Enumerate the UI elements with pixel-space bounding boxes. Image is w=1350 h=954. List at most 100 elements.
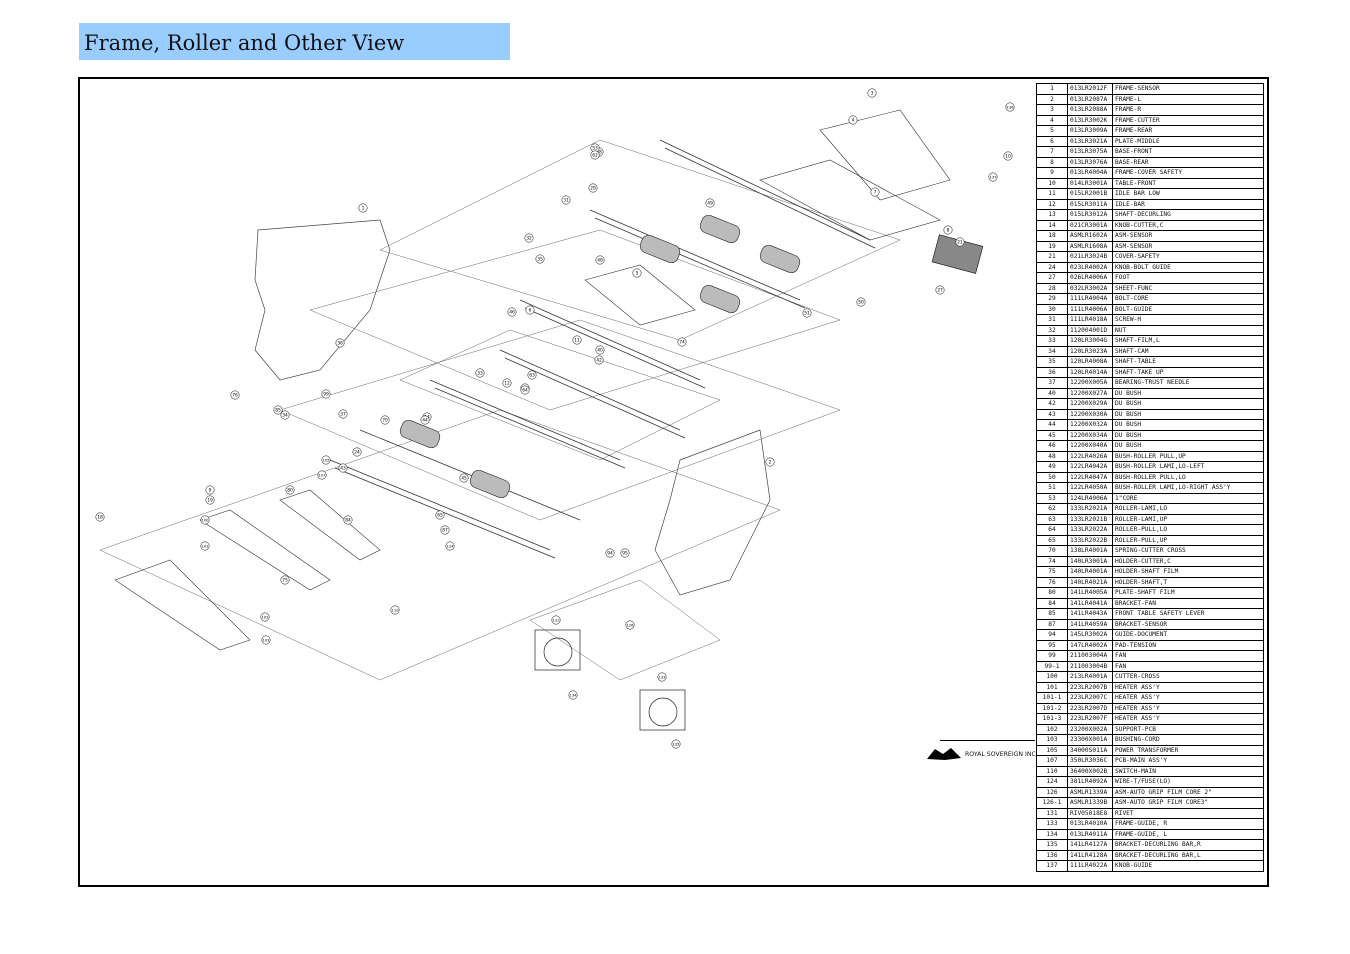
part-no-cell: 99-1 (1036, 660, 1068, 672)
callout-bubble: 42 (594, 355, 604, 365)
part-no-cell: 2 (1036, 93, 1068, 105)
plate-part (819, 109, 951, 201)
part-desc-cell: FOOT (1112, 272, 1264, 284)
part-no-cell: 84 (1036, 597, 1068, 609)
part-no-cell: 9 (1036, 167, 1068, 179)
part-desc-cell: DU BUSH (1112, 398, 1264, 410)
part-desc-cell: PAD-TENSION (1112, 639, 1264, 651)
part-no-cell: 70 (1036, 545, 1068, 557)
callout-bubble: 84 (343, 515, 353, 525)
callout-label: 136 (1007, 106, 1015, 110)
callout-bubble: 43 (338, 463, 348, 473)
part-no-cell: 124 (1036, 776, 1068, 788)
callout-label: 105 (323, 459, 330, 463)
part-desc-cell: BUSHING-CORD (1112, 734, 1264, 746)
part-desc-cell: ROLLER-LAMI,UP (1112, 513, 1264, 525)
part-desc-cell: FRAME-GUIDE, R (1112, 818, 1264, 830)
part-code-cell: 013LR3076A (1067, 156, 1113, 168)
part-no-cell: 45 (1036, 429, 1068, 441)
part-desc-cell: ROLLER-PULL,LO (1112, 524, 1264, 536)
part-code-cell: 023LR4002A (1067, 261, 1113, 273)
roller-part (594, 217, 806, 309)
roller-part (659, 139, 871, 241)
part-no-cell: 29 (1036, 293, 1068, 305)
callout-label: 37 (340, 412, 346, 418)
callout-bubble: 124 (445, 541, 455, 551)
heater-part (759, 244, 801, 274)
part-code-cell: 141LR4043A (1067, 608, 1113, 620)
frame-left-part (254, 219, 391, 381)
callout-label: 34 (282, 413, 288, 419)
callout-label: 10 (1005, 154, 1011, 160)
callout-bubble: 29 (588, 183, 598, 193)
part-code-cell: 021LR3024B (1067, 251, 1113, 263)
part-desc-cell: FRAME-L (1112, 93, 1264, 105)
part-code-cell: 013LR2088A (1067, 104, 1113, 116)
part-no-cell: 101-3 (1036, 713, 1068, 725)
part-code-cell: 23300X001A (1067, 734, 1113, 746)
callout-label: 3 (871, 91, 874, 97)
part-desc-cell: PLATE-MIDDLE (1112, 135, 1264, 147)
part-code-cell: 133LR2021A (1067, 503, 1113, 515)
part-code-cell: 138LR4001A (1067, 545, 1113, 557)
part-desc-cell: COVER-SAFETY (1112, 251, 1264, 263)
part-desc-cell: BUSH-ROLLER LAMI,LO-LEFT (1112, 461, 1264, 473)
part-desc-cell: PLATE-SHAFT FILM (1112, 587, 1264, 599)
part-no-cell: 32 (1036, 324, 1068, 336)
callout-bubble: 105 (321, 455, 331, 465)
callout-bubble: 135 (671, 739, 681, 749)
part-code-cell: 223LR2007C (1067, 692, 1113, 704)
part-code-cell: 223LR2007F (1067, 713, 1113, 725)
part-code-cell: ASMLR1602A (1067, 230, 1113, 242)
title-banner: Frame, Roller and Other View (79, 23, 510, 60)
part-desc-cell: DU BUSH (1112, 440, 1264, 452)
part-desc-cell: HEATER ASS'Y (1112, 702, 1264, 714)
part-desc-cell: TABLE-FRONT (1112, 177, 1264, 189)
part-no-cell: 80 (1036, 587, 1068, 599)
part-no-cell: 8 (1036, 156, 1068, 168)
callout-label: 84 (345, 518, 351, 524)
callout-bubble: 64 (520, 385, 530, 395)
part-no-cell: 44 (1036, 419, 1068, 431)
callout-label: 64 (522, 388, 528, 394)
part-code-cell: 021CR3001A (1067, 219, 1113, 231)
logo-divider (940, 740, 1035, 741)
part-no-cell: 102 (1036, 723, 1068, 735)
callout-label: 40 (597, 348, 603, 354)
part-desc-cell: FAN (1112, 660, 1264, 672)
callout-label: 6 (529, 308, 532, 314)
callout-label: 85 (275, 408, 281, 414)
roller-part (664, 147, 876, 249)
fan-part (639, 689, 686, 731)
part-code-cell: 013LR3002K (1067, 114, 1113, 126)
part-no-cell: 14 (1036, 219, 1068, 231)
part-no-cell: 30 (1036, 303, 1068, 315)
part-desc-cell: RIVET (1112, 807, 1264, 819)
part-no-cell: 126-1 (1036, 797, 1068, 809)
plate-part (584, 264, 696, 326)
guide-outline (399, 329, 721, 461)
part-code-cell: 34000S011A (1067, 744, 1113, 756)
callout-label: 70 (382, 418, 388, 424)
part-code-cell: 140LR3001A (1067, 555, 1113, 567)
part-code-cell: 211003004A (1067, 650, 1113, 662)
guide-outline (309, 229, 841, 411)
callout-label: 45 (461, 476, 467, 482)
part-desc-cell: KNOB-BOLT GUIDE (1112, 261, 1264, 273)
part-no-cell: 21 (1036, 251, 1068, 263)
part-no-cell: 94 (1036, 629, 1068, 641)
part-code-cell: 112004001D (1067, 324, 1113, 336)
